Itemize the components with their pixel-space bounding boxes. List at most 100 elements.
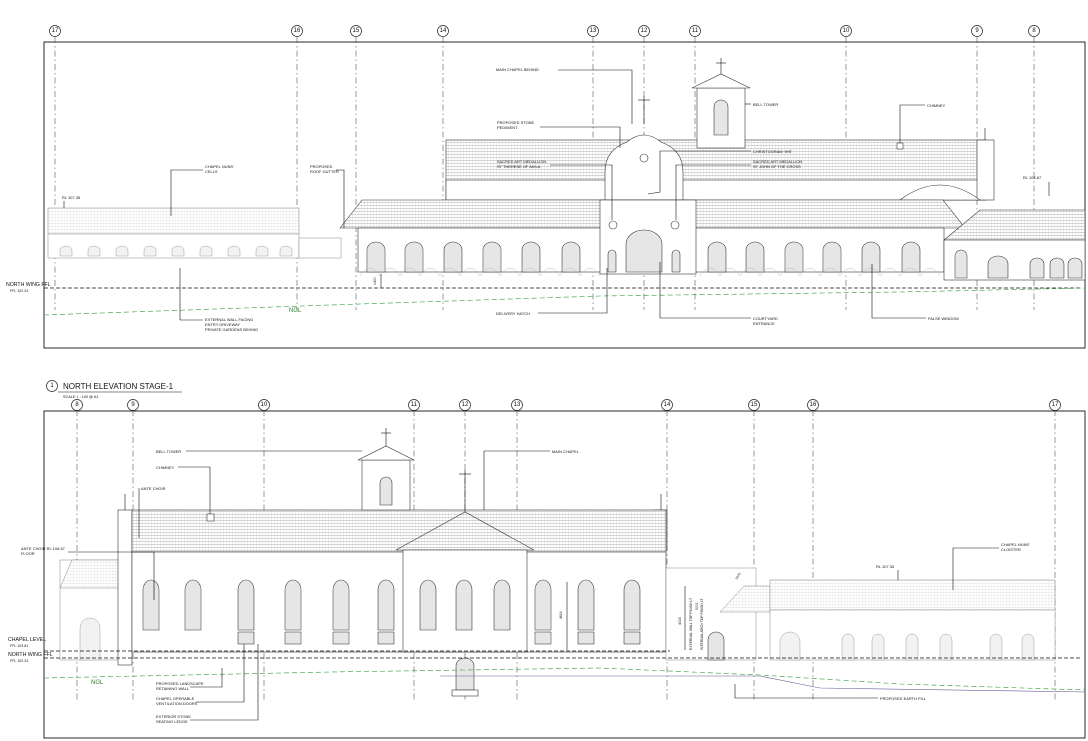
- note-bell-tower: BELL TOWER: [156, 449, 181, 454]
- grid-label: 16: [810, 402, 817, 408]
- note-stone-pediment: PEDIMENT: [497, 125, 518, 130]
- note-chimney: CHIMNEY: [156, 465, 175, 470]
- grid-label: 16: [294, 28, 301, 34]
- grid-bubble: 10: [840, 25, 852, 37]
- grid-bubble: 15: [748, 399, 760, 411]
- upper-annotations: MAIN CHAPEL BEHIND BELL TOWER CHIMNEY PR…: [62, 67, 1050, 332]
- grid-label: 11: [692, 28, 699, 34]
- elevation-number: 1: [50, 383, 54, 389]
- note-landscape-wall: PROPOSED LANDSCAPE: [156, 681, 204, 686]
- grid-label: 13: [514, 402, 521, 408]
- note-bell-tower: BELL TOWER: [753, 102, 778, 107]
- cell-windows: [59, 245, 293, 257]
- note-courtyard-entrance: ENTRANCE: [753, 321, 775, 326]
- note-seating-ledge: EXTERIOR STONE: [156, 714, 191, 719]
- note-external-wall: ENTRY DRIVEWAY: [205, 322, 240, 327]
- elevation-scale: SCALE 1 : 100 @ A1: [63, 395, 99, 399]
- grid-bubble: 14: [661, 399, 673, 411]
- grid-label: 9: [975, 28, 979, 34]
- ventilation-doors: [237, 631, 641, 645]
- grid-bubble: 8: [71, 399, 83, 411]
- upper-ngl-label: NGL: [289, 308, 302, 314]
- dimension-5001: 5001: [695, 602, 699, 610]
- grid-label: 10: [843, 28, 850, 34]
- note-ante-choir: ANTE CHOIR: [141, 486, 166, 491]
- grid-bubble: 14: [437, 25, 449, 37]
- grid-label: 17: [52, 28, 59, 34]
- note-ventilation-doors: VENTILATION DOORS: [156, 701, 198, 706]
- note-earth-fill: PROPOSED EARTH FILL: [880, 696, 927, 701]
- note-rl-left: RL 107.35: [62, 195, 80, 200]
- grid-bubble: 9: [127, 399, 139, 411]
- arched-windows-left: [366, 241, 581, 273]
- elevation-title: 1 NORTH ELEVATION STAGE-1 SCALE 1 : 100 …: [46, 380, 182, 399]
- grid-bubble: 9: [971, 25, 983, 37]
- note-courtyard-entrance: COURTYARD: [753, 316, 778, 321]
- grid-label: 12: [462, 402, 469, 408]
- note-chapel-nuns-cloister: CLOISTER: [1001, 547, 1021, 552]
- note-stone-pediment: PROPOSED STONE: [497, 120, 535, 125]
- dimension-internal-arch: INTERNAL ARCH TOP FINISH LT: [700, 599, 704, 650]
- dimension-1070: 1070: [734, 572, 741, 581]
- note-sacred-art-right: ST JOHN OF THE CROSS: [753, 164, 801, 169]
- lower-elevation: 8 9 10 11 12 13 14 15 16 17: [8, 399, 1086, 739]
- grid-label: 15: [353, 28, 360, 34]
- grid-label: 9: [131, 402, 135, 408]
- note-false-window: FALSE WINDOW: [928, 316, 959, 321]
- grid-label: 17: [1052, 402, 1059, 408]
- note-seating-ledge: SEATING LEDGE: [156, 719, 188, 724]
- grid-label: 14: [664, 402, 671, 408]
- dimension-4616: 4616: [559, 611, 563, 619]
- note-chapel-nuns-cells: CELLS: [205, 169, 218, 174]
- note-chimney: CHIMNEY: [927, 103, 946, 108]
- dimension-1400: 1400: [373, 277, 377, 285]
- lower-chapel-level-value: FFL 103.81: [10, 644, 28, 648]
- upper-left-wing: [47, 207, 342, 259]
- upper-elevation: 17 16 15 14 13 12 11 10 9 8: [6, 25, 1086, 349]
- grid-bubble: 12: [459, 399, 471, 411]
- grid-bubble: 13: [511, 399, 523, 411]
- note-ante-choir-floor: FLOOR: [21, 551, 35, 556]
- cloister-arches: [779, 631, 1035, 661]
- note-ventilation-doors: CHAPEL OPERABLE: [156, 696, 195, 701]
- chapel-tall-windows: [142, 579, 641, 631]
- note-chapel-nuns-cloister: CHAPEL NUNS': [1001, 542, 1030, 547]
- grid-bubble: 15: [350, 25, 362, 37]
- arched-windows-right: [707, 241, 921, 273]
- upper-level-label: NORTH WING FFL: [6, 282, 51, 288]
- note-rl-right: RL 106.67: [1023, 175, 1041, 180]
- grid-bubble: 12: [638, 25, 650, 37]
- grid-bubble: 16: [807, 399, 819, 411]
- lower-main-chapel: [131, 428, 667, 697]
- note-chapel-nuns-cells: CHAPEL NUNS': [205, 164, 234, 169]
- lower-right-cloister: [665, 567, 1056, 661]
- upper-central-building: [339, 58, 1086, 281]
- grid-bubble: 17: [1049, 399, 1061, 411]
- cloister-windows: [954, 249, 1083, 279]
- lower-frame: [43, 410, 1086, 739]
- dimension-4018: 4018: [678, 617, 682, 625]
- grid-bubble: 10: [258, 399, 270, 411]
- grid-bubble: 17: [49, 25, 61, 37]
- grid-label: 8: [1032, 28, 1036, 34]
- note-rl-right: RL 107.35: [876, 564, 894, 569]
- lower-north-level-value: FFL 102.24: [10, 659, 28, 663]
- grid-bubble: 11: [408, 399, 420, 411]
- note-roof-gutter: PROPOSED: [310, 164, 333, 169]
- elevation-title-text: NORTH ELEVATION STAGE-1: [63, 382, 174, 391]
- shrubs: [359, 267, 941, 277]
- grid-bubble: 11: [689, 25, 701, 37]
- grid-bubble: 8: [1028, 25, 1040, 37]
- note-ante-choir-floor: ANTE CHOIR RL 106.67: [21, 546, 65, 551]
- note-landscape-wall: RETAINING WALL: [156, 686, 190, 691]
- grid-label: 13: [590, 28, 597, 34]
- lower-ngl-line: [43, 667, 1086, 691]
- grid-bubble: 16: [291, 25, 303, 37]
- lower-chapel-level-label: CHAPEL LEVEL: [8, 637, 46, 643]
- grid-label: 12: [641, 28, 648, 34]
- note-main-chapel: MAIN CHAPEL: [552, 449, 580, 454]
- upper-level-value: FFL 102.24: [10, 289, 28, 293]
- earth-fill-line: [440, 675, 1086, 693]
- note-sacred-art-right: SACRED ART MEDALLION: [753, 159, 802, 164]
- dimension-external-wall: EXTERNAL WALL TOP FINISH LT: [689, 598, 693, 650]
